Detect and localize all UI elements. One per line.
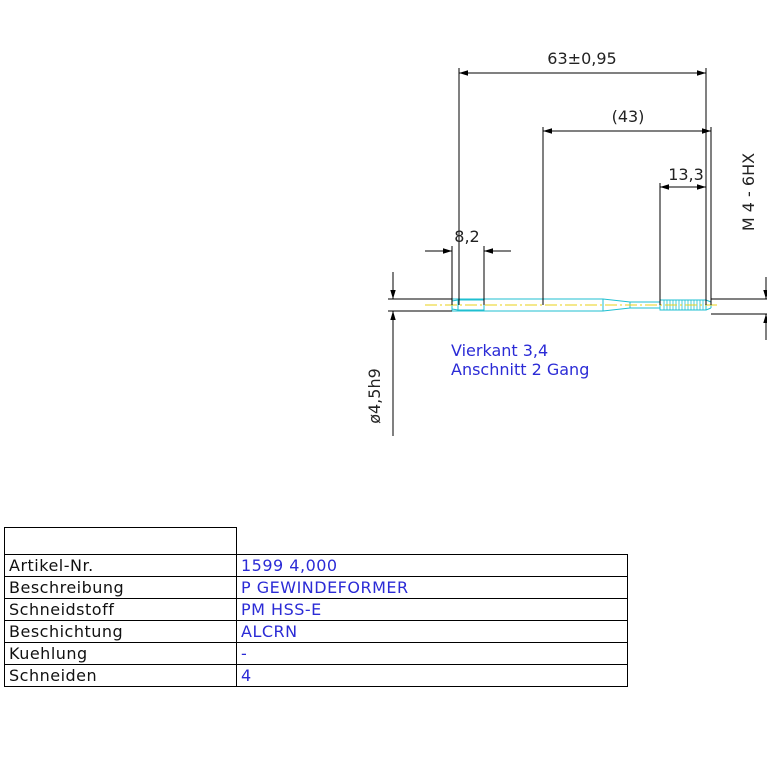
dim-thread-spec-label: M 4 - 6HX (739, 153, 758, 231)
dim-body-length (542, 127, 712, 305)
table-row: Beschreibung P GEWINDEFORMER (4, 576, 628, 599)
dim-thread-length-label: 13,3 (668, 165, 704, 184)
row-label: Beschreibung (4, 576, 237, 599)
note-chamfer: Anschnitt 2 Gang (451, 360, 589, 379)
row-value: P GEWINDEFORMER (236, 576, 628, 599)
table-blank-cell (4, 527, 237, 555)
row-label: Artikel-Nr. (4, 554, 237, 577)
table-blank-cell (236, 527, 628, 555)
thread-hatching (663, 300, 704, 310)
table-row: Artikel-Nr. 1599 4,000 (4, 554, 628, 577)
dim-shank-diameter (388, 272, 452, 436)
dim-overall-length-label: 63±0,95 (547, 49, 616, 68)
dim-body-length-label: (43) (612, 107, 645, 126)
row-value: - (236, 642, 628, 665)
row-label: Schneidstoff (4, 598, 237, 621)
dim-square-length-label: 8,2 (454, 227, 479, 246)
row-label: Beschichtung (4, 620, 237, 643)
spec-table: Artikel-Nr. 1599 4,000 Beschreibung P GE… (4, 527, 628, 687)
note-square: Vierkant 3,4 (451, 341, 548, 360)
dim-thread-length (659, 183, 707, 305)
table-row: Kuehlung - (4, 642, 628, 665)
dim-thread-diameter (711, 277, 767, 340)
row-value: 1599 4,000 (236, 554, 628, 577)
table-row: Schneidstoff PM HSS-E (4, 598, 628, 621)
table-row: Beschichtung ALCRN (4, 620, 628, 643)
table-header-row (4, 527, 628, 555)
dim-square-length (425, 246, 511, 305)
dim-shank-diameter-label: ø4,5h9 (365, 368, 384, 424)
row-value: PM HSS-E (236, 598, 628, 621)
table-row: Schneiden 4 (4, 664, 628, 687)
row-value: ALCRN (236, 620, 628, 643)
row-value: 4 (236, 664, 628, 687)
row-label: Schneiden (4, 664, 237, 687)
row-label: Kuehlung (4, 642, 237, 665)
